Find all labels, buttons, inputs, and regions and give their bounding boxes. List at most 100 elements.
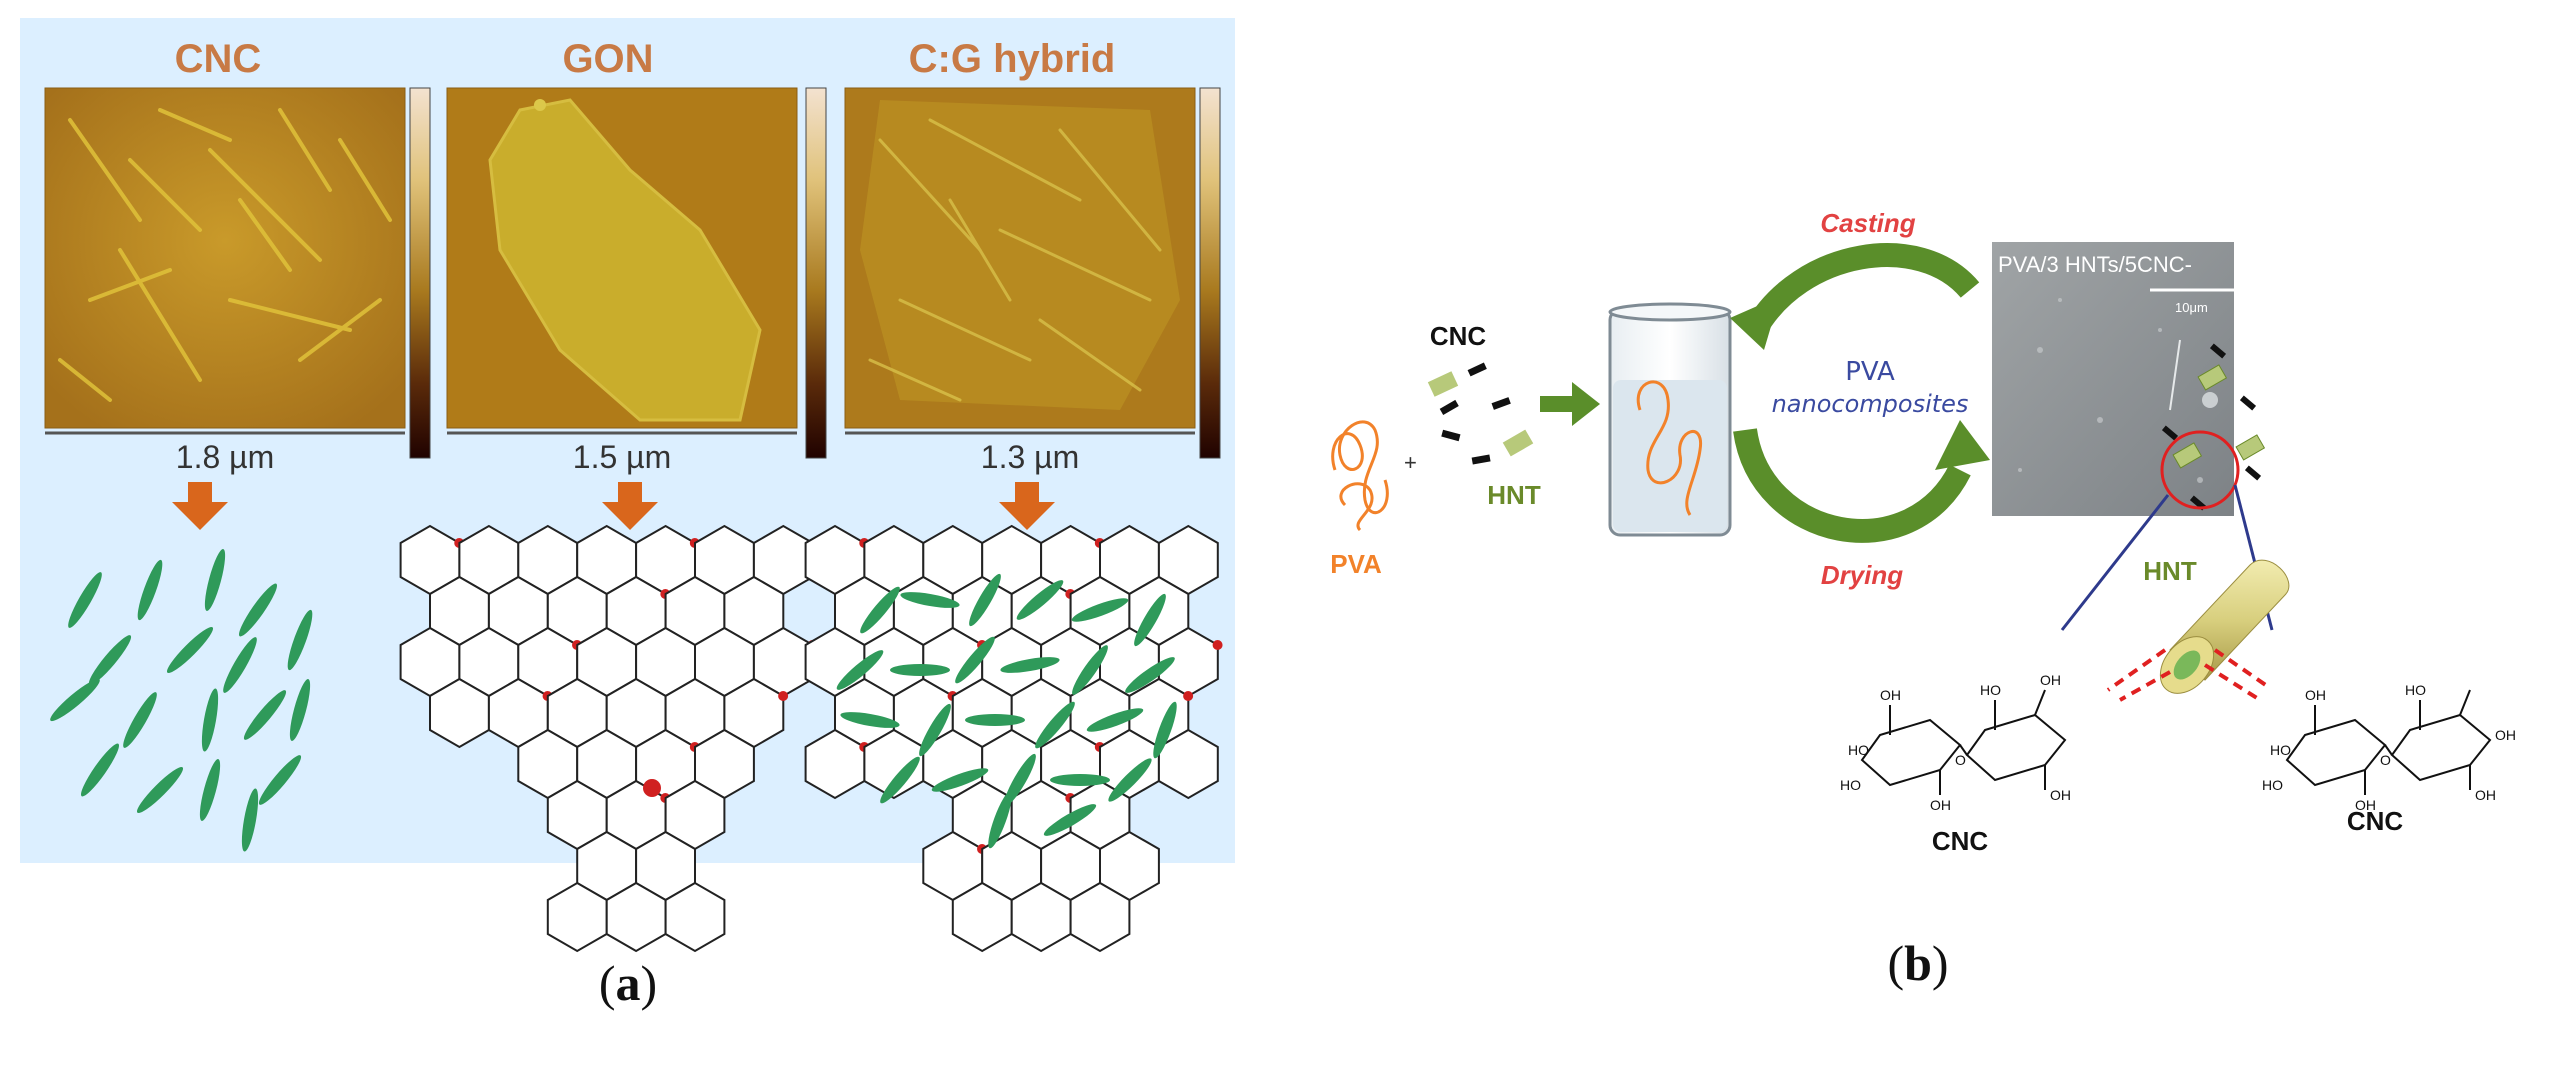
afm-colorbar-3 <box>1199 87 1221 459</box>
svg-text:OH: OH <box>2495 727 2516 743</box>
svg-text:OH: OH <box>2355 797 2376 813</box>
cnc-rod <box>204 549 226 611</box>
cnc-rod <box>955 636 995 684</box>
panel-label-a-open: ( <box>599 955 616 1011</box>
cnc-molecule-right <box>2285 689 2492 795</box>
panel-label-b-letter: b <box>1904 935 1932 991</box>
afm-image-hybrid <box>844 87 1196 429</box>
cnc-rod <box>1108 758 1152 802</box>
cnc-molecule-left-label: CNC <box>1932 826 1989 856</box>
cnc-rod <box>1134 593 1166 647</box>
pva-nanocomposites-line2: nanocomposites <box>1772 390 1969 418</box>
cnc-rod <box>258 755 302 805</box>
scale-bar-label-2: 1.5 µm <box>573 439 671 475</box>
cnc-rod <box>199 759 221 821</box>
cnc-rod <box>840 712 900 728</box>
cnc-rod <box>136 766 184 814</box>
green-arrow-right <box>1540 382 1600 426</box>
cnc-rod <box>1043 804 1097 836</box>
hnt-tube-icon <box>2159 559 2290 694</box>
svg-text:OH: OH <box>1880 687 1901 703</box>
cycle-arrow-top <box>1730 243 1980 350</box>
cnc-rod <box>201 688 219 752</box>
oxygen-dot <box>643 779 661 797</box>
svg-text:OH: OH <box>1930 797 1951 813</box>
cnc-rod <box>1153 701 1177 759</box>
panel-label-b-open: ( <box>1887 935 1904 991</box>
sem-highlight-circle <box>2160 430 2240 510</box>
scale-bar-label-3: 1.3 µm <box>981 439 1079 475</box>
cnc-rod <box>1016 580 1064 620</box>
cnc-rod <box>988 791 1012 849</box>
panel-label-a: (a) <box>599 955 657 1011</box>
pva-label: PVA <box>1330 549 1382 579</box>
cnc-rod <box>241 788 259 852</box>
cnc-rod <box>1072 645 1108 695</box>
svg-text:HO: HO <box>1848 742 1869 758</box>
oxygen-dot <box>778 691 789 701</box>
cycle-arrow-bottom <box>1733 420 1990 543</box>
cnc-rod <box>890 664 950 676</box>
cnc-rod <box>88 635 132 685</box>
cnc-rod <box>1050 774 1110 786</box>
cnc-rod <box>1000 657 1060 673</box>
cnc-rod <box>1071 598 1129 622</box>
panel-label-b: (b) <box>1887 935 1948 991</box>
cnc-rod <box>860 586 900 634</box>
cnc-molecule-left-atoms: HO HO OH OH O HO OH OH <box>1840 672 2071 813</box>
cnc-label: CNC <box>1430 321 1487 351</box>
panel-a-title-hybrid: C:G hybrid <box>909 37 1116 81</box>
cnc-rod <box>289 679 311 741</box>
svg-text:OH: OH <box>2475 787 2496 803</box>
cnc-rod <box>919 703 951 757</box>
graphene-oxide-sheet <box>399 524 818 953</box>
down-arrow-3 <box>999 482 1055 530</box>
svg-text:HO: HO <box>2262 777 2283 793</box>
panel-label-b-close: ) <box>1932 935 1949 991</box>
cnc-rod <box>238 583 278 637</box>
svg-text:HO: HO <box>2270 742 2291 758</box>
panel-label-a-close: ) <box>641 955 658 1011</box>
afm-image-cnc <box>44 87 406 429</box>
cnc-rod <box>900 592 960 608</box>
cnc-molecule-right-label: CNC <box>2347 806 2404 836</box>
cnc-rod <box>223 637 257 693</box>
cnc-rods-schematic <box>50 549 313 852</box>
oxygen-dot <box>1183 691 1194 701</box>
sem-caption: PVA/3 HNTs/5CNC- <box>1998 252 2192 277</box>
svg-text:O: O <box>1955 752 1966 768</box>
svg-text:O: O <box>2380 752 2391 768</box>
svg-text:HO: HO <box>1980 682 2001 698</box>
panel-a-title-cnc: CNC <box>175 37 262 81</box>
cnc-rod <box>965 714 1025 726</box>
cnc-rod <box>137 559 163 621</box>
cnc-rod <box>1004 753 1036 807</box>
pva-coil-icon <box>1331 420 1389 532</box>
scale-bar-label-1: 1.8 µm <box>176 439 274 475</box>
drying-label: Drying <box>1821 560 1903 590</box>
svg-text:HO: HO <box>1840 777 1861 793</box>
svg-text:OH: OH <box>2040 672 2061 688</box>
cnc-rod <box>123 692 157 748</box>
cnc-rod <box>50 678 100 722</box>
plus-sign: + <box>1404 450 1417 475</box>
pva-nanocomposites-line1: PVA <box>1845 357 1895 387</box>
lattice-hexagon <box>664 881 726 953</box>
cnc-rod <box>1125 657 1175 693</box>
cnc-rod <box>836 650 884 690</box>
hybrid-sheet <box>804 524 1223 953</box>
panel-a-title-gon: GON <box>562 37 653 81</box>
cnc-rod <box>880 756 920 804</box>
panel-label-a-letter: a <box>616 955 641 1011</box>
svg-text:OH: OH <box>2050 787 2071 803</box>
afm-colorbar-2 <box>805 87 827 459</box>
cnc-rod <box>243 690 287 740</box>
cnc-molecule-left <box>1860 689 2067 795</box>
hnt-tube-label: HNT <box>2143 556 2197 586</box>
cnc-rod <box>969 573 1001 627</box>
sem-scale-label: 10μm <box>2175 300 2208 315</box>
cnc-rod <box>931 768 989 792</box>
cnc-rod <box>68 572 102 628</box>
